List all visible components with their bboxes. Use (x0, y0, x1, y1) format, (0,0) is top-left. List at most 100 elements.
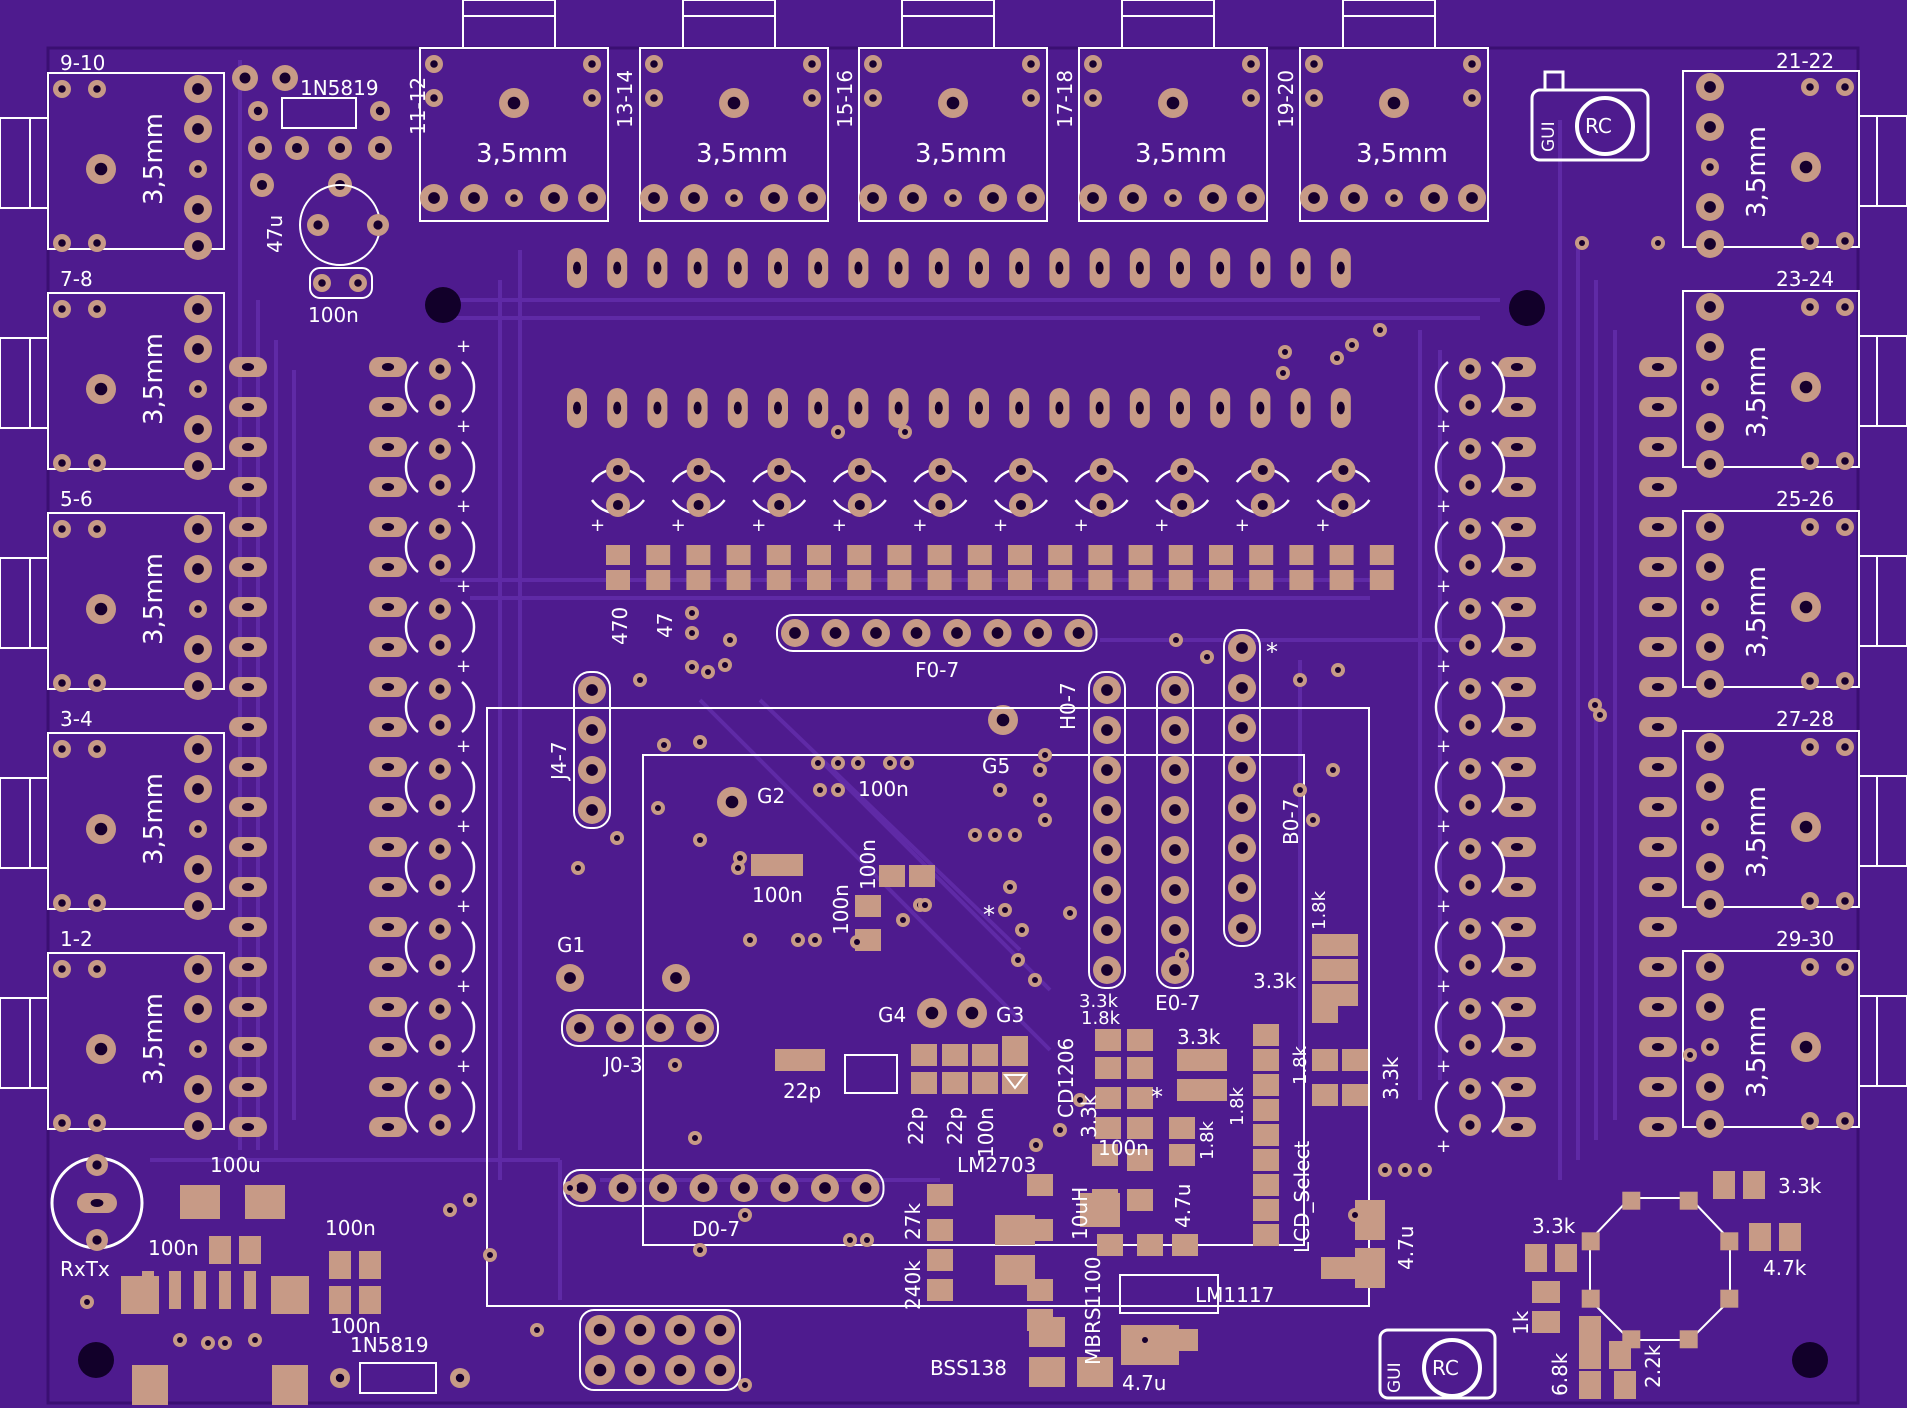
drill-hole (1704, 898, 1716, 910)
via-drill (1297, 677, 1303, 683)
drill-hole (94, 822, 108, 836)
drill-hole (254, 142, 266, 154)
drill-hole (1651, 963, 1665, 971)
drill-hole (1704, 741, 1716, 753)
jack-size-right-2: 3,5mm (1742, 566, 1772, 658)
drill-hole (688, 192, 700, 204)
jack-label-left-1: 7-8 (60, 267, 93, 291)
label-bss138: BSS138 (930, 1356, 1007, 1380)
drill-hole (1704, 121, 1716, 133)
smd-pad (1095, 1029, 1121, 1051)
smd-pad (1137, 1234, 1163, 1256)
drill-hole (93, 1119, 101, 1127)
smd-pad (359, 1286, 381, 1314)
smd-pad (1581, 1232, 1600, 1251)
drill-hole (381, 443, 395, 451)
smd-pad (686, 545, 711, 565)
drill-hole (1101, 884, 1113, 896)
smd-pad (1332, 984, 1358, 1006)
drill-hole (435, 1084, 445, 1094)
capacitor-outline (1491, 361, 1506, 413)
smd-pad (726, 545, 751, 565)
drill-hole (1841, 303, 1849, 311)
polarity-plus: + (456, 416, 471, 437)
smd-pad (1312, 959, 1338, 981)
drill-hole (854, 464, 865, 476)
capacitor-outline (461, 601, 476, 653)
drill-hole (334, 142, 346, 154)
drill-hole (1027, 60, 1035, 68)
smd-pad (766, 570, 791, 590)
drill-hole (1236, 922, 1248, 934)
jack-size-left-0: 3,5mm (139, 113, 169, 205)
ic-outline (1589, 1197, 1731, 1341)
smd-pad (927, 545, 952, 565)
capacitor-outline (404, 441, 419, 493)
drill-hole (93, 85, 101, 93)
smd-pad (194, 1271, 206, 1309)
capacitor-outline (1491, 761, 1506, 813)
label-r240k: 240k (901, 1260, 925, 1310)
drill-hole (650, 60, 658, 68)
drill-hole (1216, 261, 1225, 275)
via-drill (1002, 907, 1008, 913)
label-h07: H0-7 (1056, 682, 1080, 730)
drill-hole (92, 1160, 102, 1170)
drill-hole (806, 192, 818, 204)
drill-hole (613, 261, 622, 275)
drill-hole (975, 261, 983, 275)
smd-pad (1088, 545, 1113, 565)
smd-pad (1253, 1224, 1279, 1246)
smd-pad (1332, 934, 1358, 956)
via-drill (1687, 1052, 1693, 1058)
drill-hole (430, 60, 438, 68)
drill-hole (808, 60, 816, 68)
via-drill (1330, 767, 1336, 773)
via-drill (727, 637, 733, 643)
drill-hole (1465, 604, 1475, 614)
drill-hole (1236, 682, 1248, 694)
drill-hole (1055, 401, 1064, 415)
via-drill (817, 787, 823, 793)
header-b07-outline (1223, 629, 1261, 947)
jack-label-right-2: 25-26 (1776, 487, 1834, 511)
drill-hole (313, 220, 323, 230)
smd-pad (1579, 1316, 1601, 1344)
drill-hole (94, 382, 108, 396)
drill-hole (593, 1323, 607, 1337)
via-drill (1042, 752, 1048, 758)
drill-hole (1806, 1117, 1814, 1125)
drill-hole (1310, 94, 1318, 102)
drill-hole (435, 480, 445, 490)
smd-pad (1168, 545, 1193, 565)
drill-hole (354, 279, 362, 287)
smd-pad (1312, 1084, 1338, 1106)
jack-label-left-4: 1-2 (60, 927, 93, 951)
label-lcd-select: LCD_Select (1290, 1141, 1314, 1253)
label-lm1117: LM1117 (1195, 1283, 1274, 1307)
mounting-hole (1792, 1342, 1828, 1378)
drill-hole (1806, 897, 1814, 905)
drill-hole (58, 305, 66, 313)
drill-hole (949, 194, 957, 202)
smd-pad (1253, 1174, 1279, 1196)
drill-hole (697, 1182, 710, 1194)
drill-hole (510, 194, 518, 202)
smd-pad (1095, 1117, 1121, 1139)
smd-pad (807, 545, 831, 565)
capacitor-outline (1434, 1081, 1449, 1133)
smd-pad (807, 570, 831, 590)
drill-hole (1704, 1081, 1716, 1093)
drill-hole (1465, 1004, 1475, 1014)
capacitor-outline (404, 601, 419, 653)
drill-hole (1806, 237, 1814, 245)
capacitor-outline (404, 681, 419, 733)
drill-hole (1841, 457, 1849, 465)
drill-hole (241, 683, 255, 691)
jack-left-plug-2 (0, 557, 49, 649)
drill-hole (430, 94, 438, 102)
polarity-plus: + (456, 576, 471, 597)
label-c47u-c: 4.7u (1394, 1226, 1418, 1270)
logo-lens-top (1575, 96, 1635, 156)
jack-size-right-1: 3,5mm (1742, 346, 1772, 438)
